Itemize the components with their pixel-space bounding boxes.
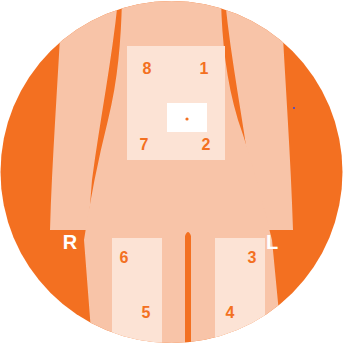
- side-letter: L: [266, 232, 278, 252]
- callout-number: 2: [202, 137, 211, 153]
- navel-dot: [185, 117, 188, 120]
- callout-number: 8: [143, 61, 152, 77]
- callout-number: 5: [142, 305, 151, 321]
- left-thigh-zone: [215, 238, 265, 344]
- callout-number: 1: [200, 61, 209, 77]
- leg-gap: [185, 232, 191, 344]
- side-letter: R: [63, 232, 77, 252]
- dot: [293, 107, 295, 109]
- callout-number: 4: [226, 305, 235, 321]
- callout-number: 6: [120, 250, 129, 266]
- abdomen-zone: [127, 46, 225, 160]
- callout-number: 7: [140, 137, 149, 153]
- right-thigh-zone: [112, 238, 162, 344]
- navel-box: [167, 103, 207, 132]
- callout-number: 3: [248, 250, 257, 266]
